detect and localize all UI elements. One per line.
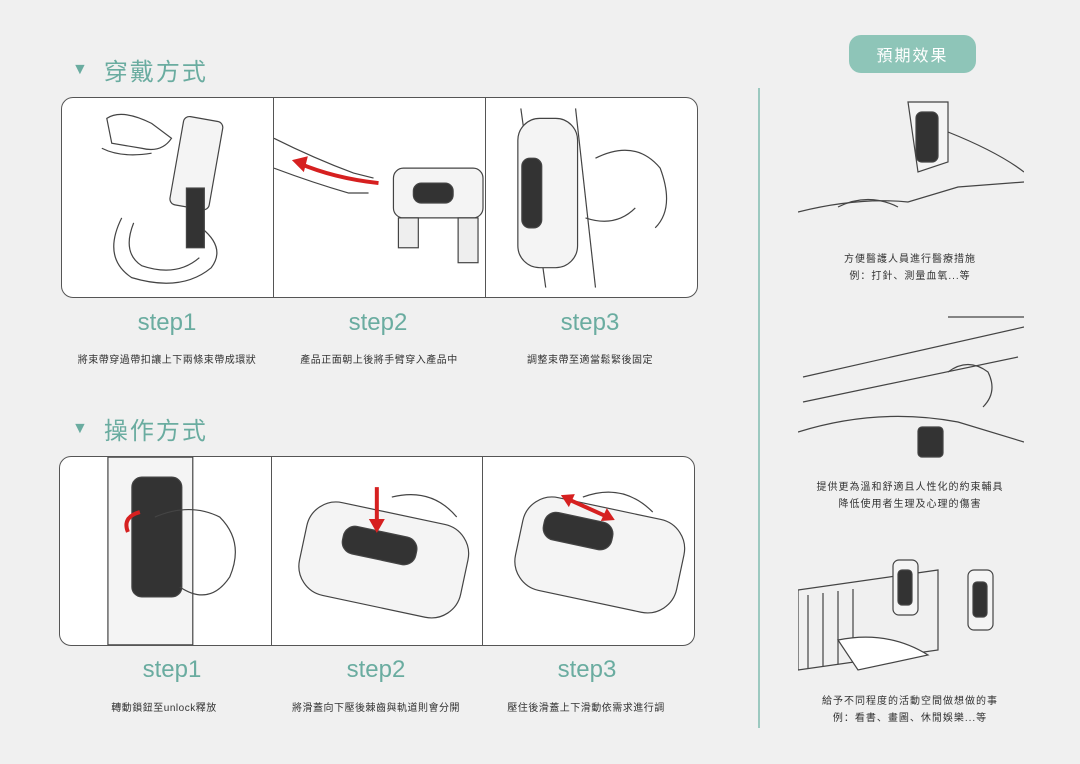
patient-bed-icon xyxy=(797,316,1025,458)
wear-step3-illustration xyxy=(486,98,697,297)
wear-title-text: 穿戴方式 xyxy=(103,59,208,86)
vertical-divider xyxy=(758,88,760,728)
operate-step2-illustration xyxy=(272,457,484,645)
operate-step1-illustration xyxy=(60,457,272,645)
operate-step2-desc: 將滑蓋向下壓後棘齒與軌道則會分開 xyxy=(292,703,460,714)
arm-insert-icon xyxy=(274,137,484,264)
wear-illustration-panel xyxy=(61,97,698,298)
operate-step3-illustration xyxy=(483,457,694,645)
wear-section-title: ▼ 穿戴方式 xyxy=(72,52,208,87)
operate-illustration-panel xyxy=(59,456,695,646)
medical-care-icon xyxy=(797,101,1025,213)
operate-step1-label: step1 xyxy=(142,656,202,683)
effect3-illustration xyxy=(797,540,1024,690)
expected-effect-badge: 預期效果 xyxy=(849,35,976,73)
strap-adjust-icon xyxy=(517,108,668,288)
wear-step2-illustration xyxy=(274,98,486,297)
operate-step3-label: step3 xyxy=(557,656,617,683)
effect2-text: 提供更為溫和舒適且人性化的約束輔具 降低使用者生理及心理的傷害 xyxy=(790,479,1030,513)
wear-step1-illustration xyxy=(62,98,274,297)
wear-step1-desc: 將束帶穿過帶扣讓上下兩條束帶成環狀 xyxy=(77,355,257,366)
effect1-illustration xyxy=(797,92,1025,242)
operate-step3-desc: 壓住後滑蓋上下滑動依需求進行調 xyxy=(507,703,665,714)
effect3-line2: 例：看書、畫圖、休閒娛樂...等 xyxy=(832,713,988,724)
turn-lock-icon xyxy=(107,457,236,645)
effect1-line1: 方便醫護人員進行醫療措施 xyxy=(844,254,976,265)
hand-strap-icon xyxy=(101,113,224,284)
operate-title-text: 操作方式 xyxy=(103,418,208,445)
wear-step2-desc: 產品正面朝上後將手臂穿入產品中 xyxy=(300,355,458,366)
effect2-line1: 提供更為溫和舒適且人性化的約束輔具 xyxy=(816,482,1004,493)
effect3-text: 給予不同程度的活動空間做想做的事 例：看書、畫圖、休閒娛樂...等 xyxy=(790,693,1030,727)
operate-step2-label: step2 xyxy=(346,656,406,683)
wear-step3-desc: 調整束帶至適當鬆緊後固定 xyxy=(527,355,653,366)
reading-activity-icon xyxy=(797,559,994,671)
press-down-icon xyxy=(297,487,469,619)
triangle-down-icon: ▼ xyxy=(72,60,90,78)
effect1-line2: 例：打針、測量血氧...等 xyxy=(849,271,971,282)
operate-section-title: ▼ 操作方式 xyxy=(72,411,208,446)
triangle-down-icon: ▼ xyxy=(72,419,90,437)
wear-step2-label: step2 xyxy=(348,309,408,336)
wear-step1-label: step1 xyxy=(137,309,197,336)
operate-step1-desc: 轉動鎖鈕至unlock釋放 xyxy=(111,703,217,714)
effect2-line2: 降低使用者生理及心理的傷害 xyxy=(838,499,982,510)
effect3-line1: 給予不同程度的活動空間做想做的事 xyxy=(822,696,998,707)
effect1-text: 方便醫護人員進行醫療措施 例：打針、測量血氧...等 xyxy=(790,251,1030,285)
effect2-illustration xyxy=(797,312,1025,467)
wear-step3-label: step3 xyxy=(560,309,620,336)
slide-adjust-icon xyxy=(514,491,686,614)
